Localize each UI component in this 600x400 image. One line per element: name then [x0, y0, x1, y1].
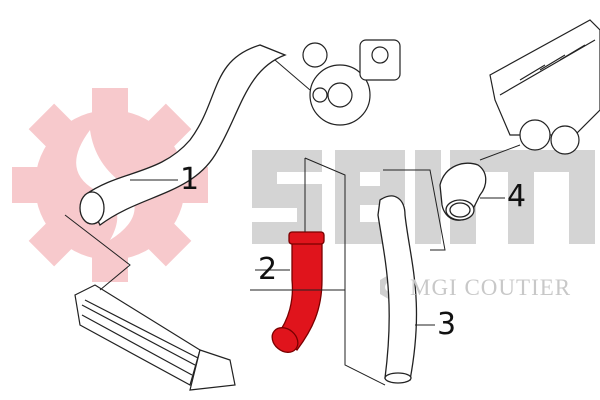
turbocharger-illustration — [302, 39, 401, 126]
callout-label-3: 3 — [437, 307, 457, 342]
seim-logo — [252, 150, 595, 244]
intake-manifold-illustration — [489, 19, 600, 155]
hose-2-highlighted — [271, 231, 325, 353]
gear-watermark-icon — [12, 88, 208, 282]
intercooler-illustration — [74, 284, 236, 391]
hose-4 — [439, 162, 487, 221]
leader-lines — [64, 59, 521, 386]
hose-3 — [377, 195, 418, 384]
callout-label-2: 2 — [258, 252, 278, 287]
callout-label-1: 1 — [180, 162, 200, 197]
brand-tagline: MGI COUTIER — [410, 275, 572, 300]
callout-label-4: 4 — [507, 179, 527, 214]
